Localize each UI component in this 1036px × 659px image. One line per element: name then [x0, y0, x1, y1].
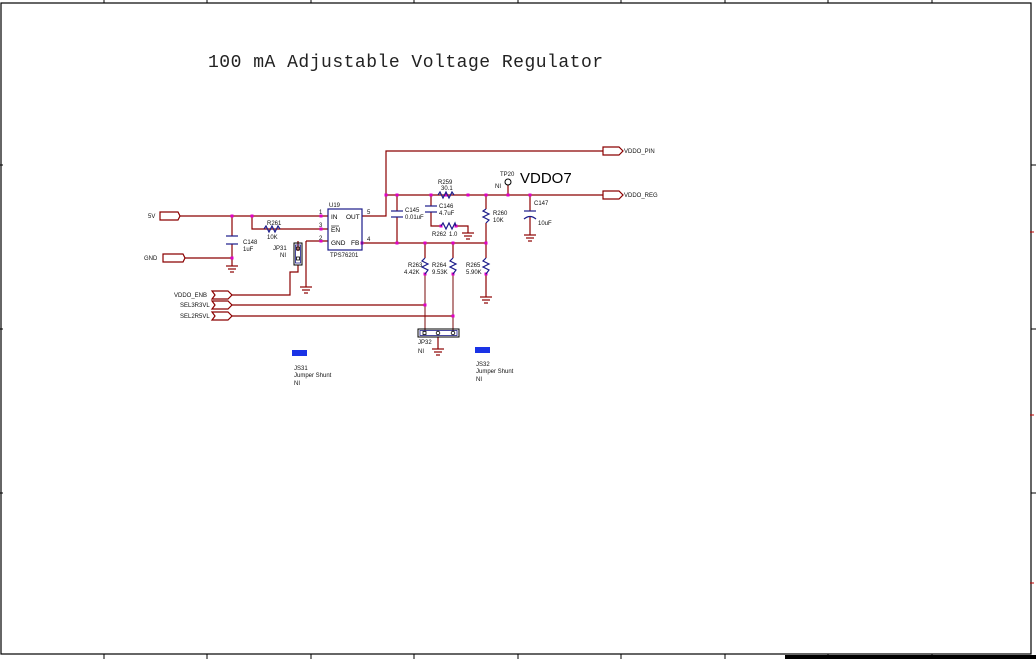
u19-pin-gnd: GND [331, 240, 346, 247]
offpage-vddo-reg: VDDO_REG [602, 190, 658, 200]
c146-value: 4.7uF [439, 211, 455, 217]
ground-symbols [226, 232, 536, 356]
tp20-test-point: TP20 NI VDDO7 [495, 170, 572, 190]
ground-icon [300, 286, 312, 294]
u19-regulator: U19 TPS76201 IN OUT EN GND FB 1 3 2 5 4 [319, 203, 371, 259]
r264-ref: R264 [432, 263, 447, 269]
u19-pin-num-4: 4 [367, 237, 371, 243]
u19-ref: U19 [329, 203, 341, 209]
u19-pin-num-5: 5 [367, 210, 371, 216]
offpage-vddo-enb: VDDO_ENB [174, 290, 233, 300]
net-label-sel3r3vl: SEL3R3VL [180, 303, 210, 309]
r260-resistor: R260 10K [481, 208, 508, 224]
net-label-sel2r5vl: SEL2R5VL [180, 314, 210, 320]
js32-desc: Jumper Shunt [476, 369, 514, 375]
r262-ref: R262 [432, 232, 447, 238]
c146-capacitor: C146 4.7uF [425, 204, 455, 217]
net-label-vddo-pin: VDDO_PIN [624, 149, 655, 155]
c145-ref: C145 [405, 208, 420, 214]
ground-icon [480, 296, 492, 304]
u19-pin-en: EN [331, 227, 340, 234]
offpage-sel3r3vl: SEL3R3VL [180, 300, 233, 310]
js32-ni: NI [476, 377, 482, 383]
r259-value: 30.1 [441, 186, 453, 192]
ground-icon [432, 348, 444, 356]
ground-icon [462, 232, 474, 240]
c148-ref: C148 [243, 240, 258, 246]
wires [180, 150, 603, 349]
ground-icon [524, 234, 536, 242]
jp32-jumper: JP32 NI [417, 328, 460, 355]
r259-ref: R259 [438, 180, 453, 186]
net-label-vddo-reg: VDDO_REG [624, 193, 658, 199]
c146-ref: C146 [439, 204, 454, 210]
c145-value: 0.01uF [405, 215, 424, 221]
r264-resistor: R264 9.53K [432, 257, 458, 276]
r262-resistor: R262 1.0 [432, 221, 458, 238]
r261-resistor: R261 10K [263, 221, 282, 241]
r261-value: 10K [267, 235, 278, 241]
offpage-5v: 5V [148, 211, 181, 221]
page-title: 100 mA Adjustable Voltage Regulator [208, 53, 604, 73]
r265-resistor: R265 5.90K [466, 257, 491, 276]
u19-pin-out: OUT [346, 214, 360, 221]
r265-value: 5.90K [466, 270, 482, 276]
r262-value: 1.0 [449, 232, 458, 238]
ground-icon [226, 265, 238, 273]
js31-jumper-shunt: JS31 Jumper Shunt NI [292, 350, 332, 387]
r260-ref: R260 [493, 211, 508, 217]
c148-capacitor: C148 1uF [226, 235, 258, 253]
jp32-ni: NI [418, 349, 424, 355]
net-label-5v: 5V [148, 214, 155, 220]
js31-desc: Jumper Shunt [294, 373, 332, 379]
c147-value: 10uF [538, 221, 552, 227]
js31-ref: JS31 [294, 366, 308, 372]
tp20-ni: NI [495, 184, 501, 190]
jp31-ref: JP31 [273, 246, 287, 252]
c148-value: 1uF [243, 247, 254, 253]
c147-ref: C147 [534, 201, 549, 207]
js31-ni: NI [294, 381, 300, 387]
u19-pin-fb: FB [351, 240, 359, 247]
jp31-jumper: JP31 NI [273, 242, 303, 266]
u19-pin-num-2: 2 [319, 236, 323, 242]
offpage-gnd: GND [144, 253, 186, 263]
r264-value: 9.53K [432, 270, 448, 276]
r263-resistor: R263 4.42K [404, 257, 430, 276]
r260-value: 10K [493, 218, 504, 224]
offpage-sel2r5vl: SEL2R5VL [180, 311, 233, 321]
u19-pin-num-3: 3 [319, 223, 323, 229]
net-label-gnd: GND [144, 256, 158, 262]
r263-ref: R263 [408, 263, 423, 269]
jp31-ni: NI [280, 253, 286, 259]
offpage-vddo-pin: VDDO_PIN [602, 146, 655, 156]
tp20-ref: TP20 [500, 172, 515, 178]
r259-resistor: R259 30.1 [437, 180, 455, 200]
r265-ref: R265 [466, 263, 481, 269]
js32-ref: JS32 [476, 362, 490, 368]
u19-part: TPS76201 [330, 253, 359, 259]
vddo7-label: VDDO7 [520, 170, 572, 187]
jp32-ref: JP32 [418, 340, 432, 346]
c147-capacitor: C147 10uF [523, 201, 552, 227]
net-label-vddo-enb: VDDO_ENB [174, 293, 207, 299]
js32-jumper-shunt: JS32 Jumper Shunt NI [475, 347, 514, 383]
u19-pin-in: IN [331, 214, 338, 221]
u19-pin-num-1: 1 [319, 210, 323, 216]
r261-ref: R261 [267, 221, 282, 227]
r263-value: 4.42K [404, 270, 420, 276]
c145-capacitor: C145 0.01uF [391, 208, 424, 221]
